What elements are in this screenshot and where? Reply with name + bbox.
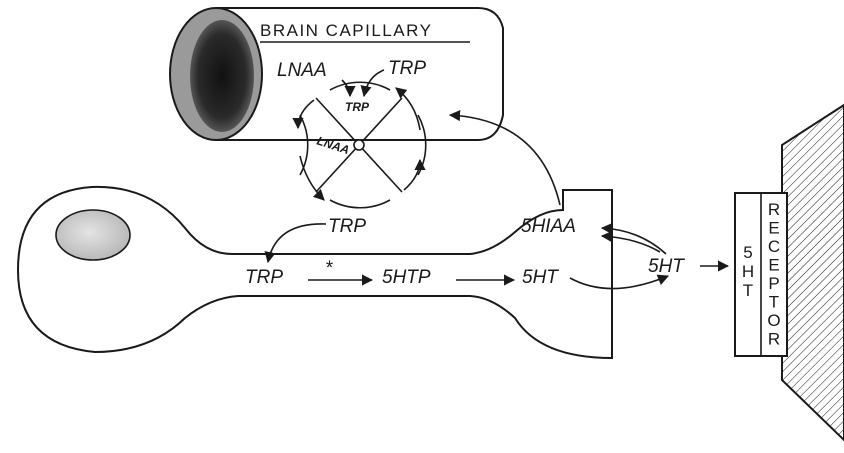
synaptic-5ht-label: 5HT — [648, 256, 685, 277]
carrier-lower-arrow — [300, 156, 324, 200]
blood-lnaa-label: LNAA — [277, 60, 327, 81]
carrier-return-arrow — [404, 160, 420, 190]
receptor-letter: E — [768, 219, 779, 238]
blood-trp-label: TRP — [388, 58, 426, 79]
brain-trp-label: TRP — [328, 216, 366, 237]
receptor-letter: E — [768, 256, 779, 275]
carrier-upper-arrow — [396, 88, 420, 130]
capillary-lumen — [190, 20, 254, 132]
5hiaa-label: 5HIAA — [521, 216, 576, 237]
amino-acid-carrier: TRP LNAA — [298, 70, 426, 208]
receptor-letter: R — [768, 330, 780, 349]
serotonergic-neuron: TRP * 5HTP 5HT 5HIAA — [18, 115, 612, 358]
receptor-letter: O — [767, 311, 780, 330]
receptor-letter: C — [768, 237, 780, 256]
receptor-letter: P — [768, 274, 779, 293]
5ht-release-arrow — [570, 276, 668, 289]
receptor-letter: R — [768, 200, 780, 219]
capillary-title: BRAIN CAPILLARY — [260, 21, 432, 40]
receptor-5ht-letter: T — [743, 281, 753, 300]
5hiaa-efflux-arrow — [450, 115, 560, 205]
carrier-trp-label: TRP — [345, 100, 370, 114]
carrier-center — [354, 140, 364, 150]
neuron-nucleus — [56, 210, 130, 260]
receptor-letter: T — [769, 293, 779, 312]
receptor-5ht-letter: 5 — [743, 243, 752, 262]
5ht-label: 5HT — [522, 267, 559, 288]
receptor-5ht-text: 5HT — [742, 243, 754, 300]
lnaa-entry-arrow — [342, 80, 350, 96]
lnaa-cycle-arrow — [298, 100, 314, 128]
receptor-5ht-letter: H — [742, 262, 754, 281]
5htp-label: 5HTP — [382, 267, 431, 288]
5ht-metabolism-arrow — [602, 236, 660, 252]
rate-limiting-marker: * — [325, 258, 333, 279]
trp-uptake-arrow — [268, 224, 326, 262]
carrier-lnaa-label: LNAA — [315, 134, 351, 158]
neuron-trp-label: TRP — [245, 267, 283, 288]
postsynaptic-membrane — [782, 105, 844, 440]
synaptic-cleft: 5HT — [570, 228, 728, 289]
